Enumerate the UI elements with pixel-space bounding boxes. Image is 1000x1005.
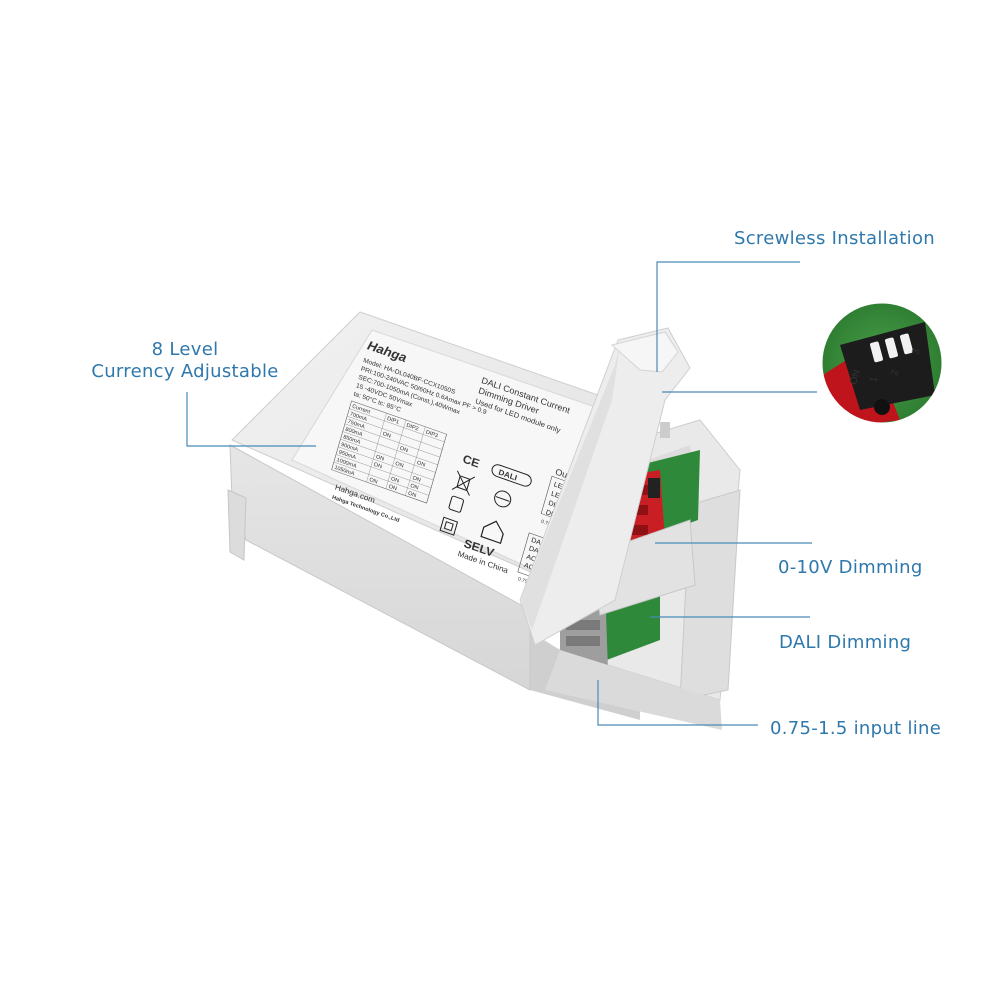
- leader-current-adjust: [186, 392, 316, 447]
- table-cell: ON: [412, 475, 422, 483]
- table-cell: ON: [395, 461, 405, 469]
- terminal-cover-flap[interactable]: [519, 327, 691, 646]
- leader-screwless: [656, 261, 800, 372]
- table-cell: ON: [399, 446, 409, 454]
- table-cell: ON: [368, 477, 378, 485]
- callout-current-adjust: 8 Level Currency Adjustable: [80, 339, 290, 383]
- dip-on-label: ON: [848, 368, 863, 385]
- table-cell: 900mA: [340, 442, 359, 454]
- dip-number-2: 2: [889, 368, 901, 377]
- callout-input-line: 0.75-1.5 input line: [770, 718, 942, 739]
- table-header-cell: Current: [351, 404, 371, 416]
- ce-mark: CE: [461, 452, 481, 471]
- callout-current-adjust-line2: Currency Adjustable: [91, 361, 279, 382]
- callout-0-10v: 0-10V Dimming: [778, 557, 923, 578]
- table-cell: ON: [409, 483, 419, 491]
- table-cell: ON: [416, 460, 426, 468]
- table-cell: ON: [407, 491, 417, 499]
- dip-number-3: 3: [910, 347, 922, 356]
- callout-lines: [186, 261, 817, 726]
- table-cell: 800mA: [345, 427, 364, 439]
- table-cell: 700mA: [349, 411, 368, 423]
- weee-bin-icon: [451, 470, 476, 496]
- table-cell: ON: [388, 484, 398, 492]
- dip-switch-zoom: ON 1 2 3: [819, 300, 945, 426]
- leader-input-line: [597, 680, 758, 726]
- table-header-cell: DIP3: [425, 430, 438, 440]
- table-cell: ON: [382, 431, 392, 439]
- table-header-cell: DIP1: [386, 416, 399, 426]
- table-cell: ON: [390, 476, 400, 484]
- lamp-mark-icon: [494, 490, 512, 508]
- transformer-icon: [448, 495, 464, 513]
- dip-number-1: 1: [868, 375, 880, 384]
- class-ii-icon: [439, 516, 459, 536]
- table-header-cell: DIP2: [406, 423, 419, 433]
- callout-dali: DALI Dimming: [779, 632, 912, 653]
- table-cell: 750mA: [347, 419, 366, 431]
- table-cell: 850mA: [342, 434, 361, 446]
- callout-screwless: Screwless Installation: [734, 228, 935, 249]
- table-cell: 950mA: [338, 450, 357, 462]
- dali-logo: DALI: [491, 464, 532, 487]
- house-icon: [480, 520, 504, 545]
- table-cell: ON: [373, 462, 383, 470]
- callout-current-adjust-line1: 8 Level: [151, 339, 219, 360]
- table-cell: ON: [375, 454, 385, 462]
- driver-housing: [227, 311, 640, 720]
